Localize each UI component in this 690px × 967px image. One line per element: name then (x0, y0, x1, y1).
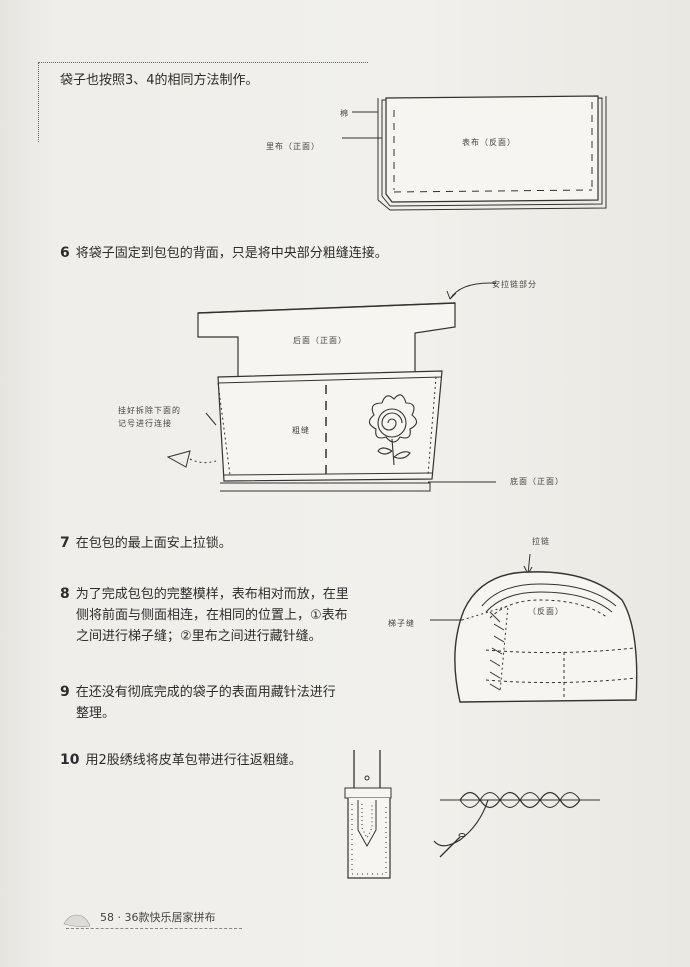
bag-back-diagram (166, 282, 496, 492)
step-7: 7 在包包的最上面安上拉锁。 (60, 533, 232, 554)
book-title: 36款快乐居家拼布 (124, 911, 216, 924)
label-zip-part: 安拉链部分 (492, 280, 537, 289)
label-ladder: 梯子缝 (388, 619, 415, 628)
page-number: 58 (100, 911, 114, 924)
label-note-1: 挂好拆除下面的 (118, 406, 181, 415)
step-text-line: 为了完成包包的完整模样，表布相对而放，在里 (75, 587, 349, 602)
label-reverse: （反面） (528, 607, 564, 616)
step-text-line: 之间进行梯子缝；②里布之间进行藏针缝。 (76, 629, 322, 644)
dotted-border (38, 62, 368, 63)
flower-icon (368, 394, 418, 466)
step-text: 用2股绣线将皮革包带进行往返粗缝。 (85, 753, 302, 768)
step-text-line: 整理。 (76, 706, 116, 721)
page-footer: 58 · 36款快乐居家拼布 (100, 909, 216, 925)
label-basting: 粗缝 (292, 426, 310, 435)
label-zipper: 拉链 (532, 537, 550, 546)
label-outer: 表布（反面） (462, 138, 516, 147)
leather-strap-diagram (344, 750, 392, 879)
step-text: 在包包的最上面安上拉锁。 (75, 536, 232, 551)
step-number: 6 (60, 245, 70, 261)
step-text: 将袋子固定到包包的背面，只是将中央部分粗缝连接。 (75, 246, 388, 261)
step-number: 9 (60, 684, 70, 700)
step-number: 8 (60, 586, 70, 602)
label-lining: 里布（正面） (266, 142, 320, 151)
dotted-border (38, 62, 39, 142)
step-8: 8 为了完成包包的完整模样，表布相对而放，在里 (60, 584, 349, 605)
label-bottom: 底面（正面） (510, 477, 564, 486)
intro-text: 袋子也按照3、4的相同方法制作。 (60, 73, 259, 88)
step-number: 10 (60, 752, 80, 768)
footer-separator: · (117, 911, 122, 924)
step-text-line: 在还没有彻底完成的袋子的表面用藏针法进行 (75, 685, 336, 700)
pocket-diagram (342, 95, 607, 211)
running-stitch-diagram (433, 791, 600, 858)
label-back: 后面（正面） (293, 336, 347, 345)
step-9: 9 在还没有彻底完成的袋子的表面用藏针法进行 (60, 682, 336, 703)
footer-dashed-line (66, 928, 242, 929)
label-note-2: 记号进行连接 (118, 419, 172, 428)
step-text-line: 侧将前面与侧面相连，在相同的位置上，①表布 (76, 608, 348, 623)
zipped-bag-diagram (430, 553, 638, 703)
step-number: 7 (60, 535, 70, 551)
step-10: 10 用2股绣线将皮革包带进行往返粗缝。 (60, 750, 302, 771)
leaf-icon (63, 914, 91, 927)
label-cotton: 棉 (340, 109, 349, 118)
step-6: 6 将袋子固定到包包的背面，只是将中央部分粗缝连接。 (60, 243, 388, 264)
